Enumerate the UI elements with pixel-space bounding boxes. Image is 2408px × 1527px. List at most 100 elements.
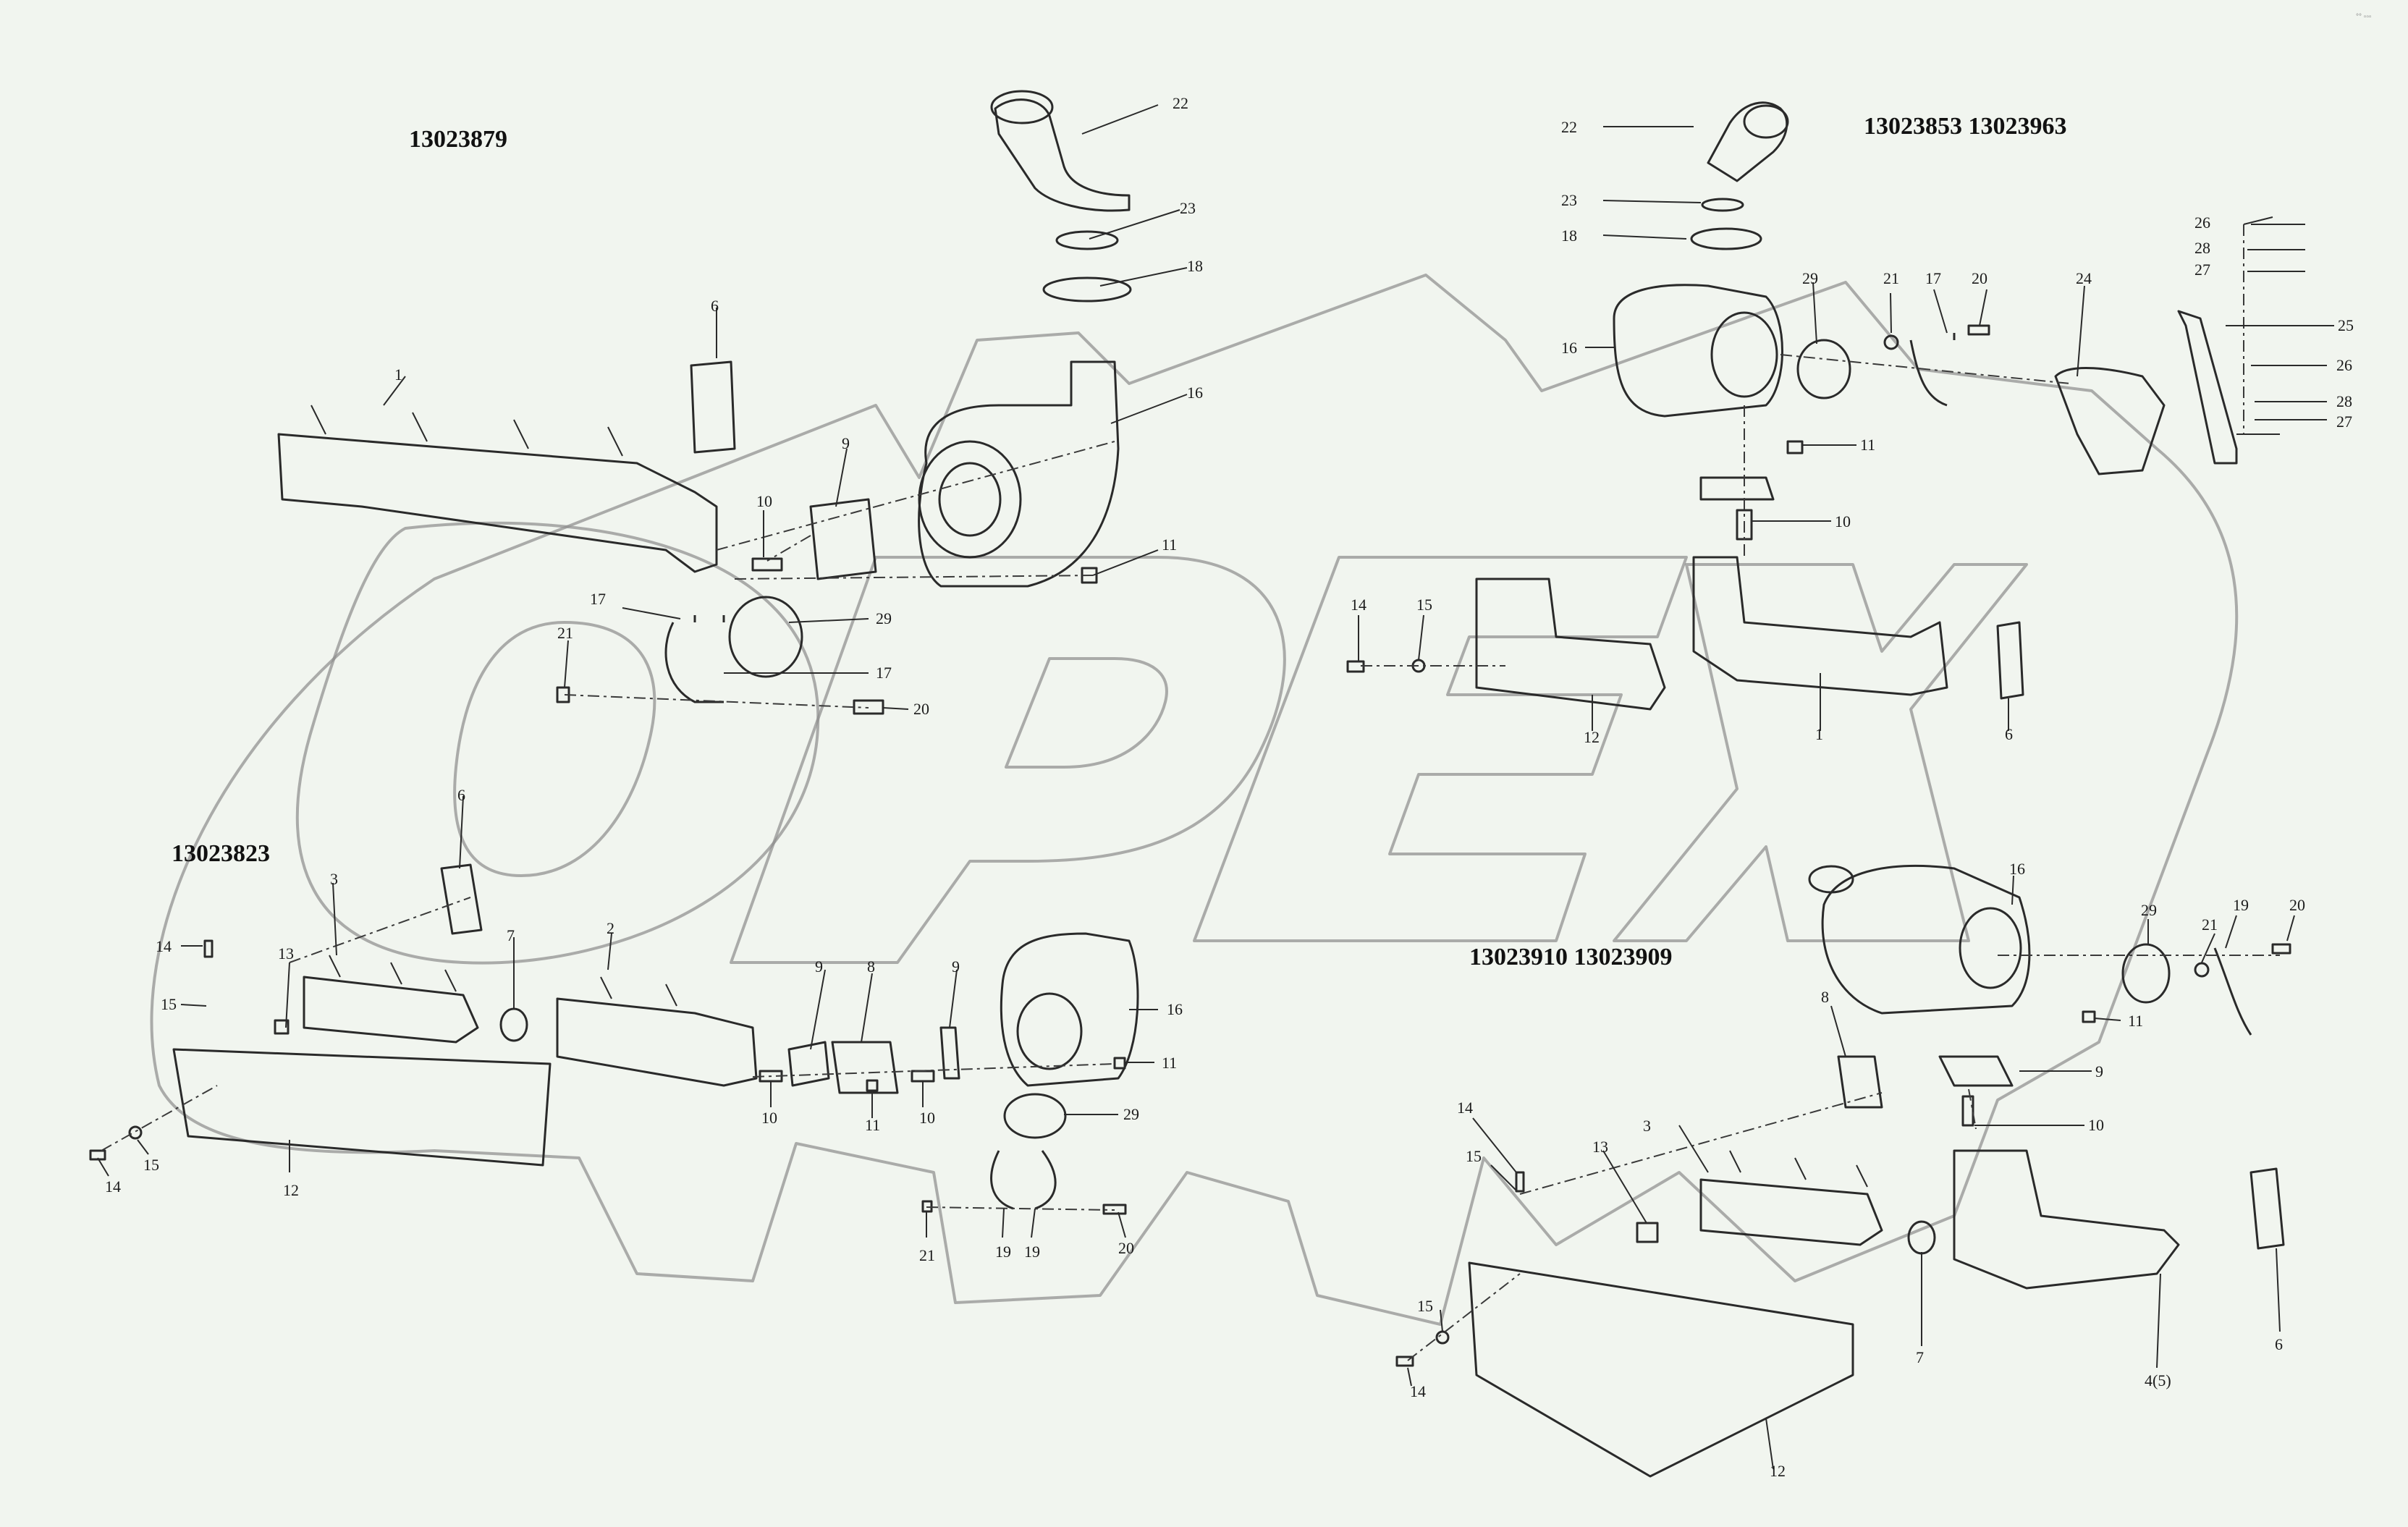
callout-label: 11 (2128, 1012, 2143, 1030)
turbo-outlet (1959, 907, 2022, 989)
turbocharger (1613, 284, 1783, 418)
spacer (1636, 1222, 1659, 1243)
callout-label: 20 (2289, 896, 2305, 914)
o-ring (1701, 198, 1744, 212)
callouts-group-2: 22 23 18 16 29 21 17 20 24 26 28 27 25 2… (1351, 118, 2354, 746)
callout-label: 23 (1561, 191, 1577, 209)
stud (751, 557, 783, 572)
callout-label: 11 (1860, 436, 1875, 454)
callout-label: 19 (995, 1243, 1011, 1261)
callout-label: 13 (1592, 1138, 1608, 1156)
callout-leaders (1407, 875, 2295, 1470)
callout-label: 23 (1180, 199, 1196, 217)
elbow-pipe (994, 98, 1131, 212)
callout-label: 4(5) (2145, 1371, 2171, 1389)
callout-label: 14 (1457, 1099, 1473, 1117)
exhaust-manifold (1692, 556, 1948, 696)
callout-label: 10 (919, 1109, 935, 1127)
washer (1435, 1330, 1450, 1345)
exhaust-manifold-front (1699, 1178, 1883, 1246)
manifold-ports (600, 976, 677, 1007)
callout-label: 6 (711, 297, 719, 315)
nut (866, 1079, 879, 1092)
v-band-clamp (1909, 333, 1956, 407)
turbo-outlet (1710, 311, 1778, 398)
group-13023853-13023963 (1346, 101, 2334, 731)
callout-label: 27 (2336, 413, 2352, 431)
bolt (1967, 324, 1990, 336)
callout-label: 16 (2009, 860, 2025, 878)
bolt (1102, 1204, 1127, 1215)
callout-label: 9 (842, 434, 850, 452)
callout-label: 29 (2141, 901, 2157, 919)
callout-label: 29 (876, 609, 892, 627)
assembly-centerlines (1407, 955, 2280, 1361)
v-band-clamp (990, 1150, 1057, 1210)
group-13023823 (89, 795, 1158, 1238)
turbocharger (918, 360, 1120, 588)
watermark-letter-p (730, 556, 1286, 964)
exhaust-manifold-rear (1953, 1149, 2180, 1290)
group-code-13023879: 13023879 (409, 126, 507, 153)
flange-gasket (787, 1041, 830, 1087)
callout-label: 12 (1584, 728, 1600, 746)
bolt (1515, 1171, 1525, 1193)
turbo-outlet (1016, 992, 1083, 1070)
v-band-clamp (664, 615, 725, 703)
turbo-inlet (1808, 865, 1854, 894)
callout-label: 13 (278, 944, 294, 963)
callout-label: 20 (913, 700, 929, 718)
group-code-13023910-13023909: 13023910 13023909 (1469, 944, 1673, 970)
callout-label: 8 (867, 957, 875, 976)
callout-leaders (383, 104, 1188, 710)
bolt (1395, 1355, 1414, 1367)
seal-ring (1796, 339, 1851, 399)
callout-label: 19 (2233, 896, 2249, 914)
callout-label: 11 (1162, 536, 1177, 554)
spacer (274, 1019, 290, 1035)
callout-label: 29 (1802, 269, 1818, 287)
gasket (690, 360, 736, 454)
callout-label: 12 (1770, 1462, 1786, 1480)
callout-label: 24 (2076, 269, 2092, 287)
callout-label: 1 (1815, 725, 1823, 743)
callout-label: 22 (1173, 94, 1188, 112)
callout-label: 15 (1417, 1297, 1433, 1315)
callout-label: 21 (919, 1246, 935, 1264)
bolt (203, 939, 214, 958)
nut (921, 1200, 933, 1213)
turbocharger (1821, 865, 2031, 1015)
callout-label: 6 (2005, 725, 2013, 743)
callouts-group-1: 22 23 18 16 6 1 9 10 11 17 29 21 17 20 (394, 94, 1203, 718)
callout-label: 6 (2275, 1335, 2283, 1353)
callout-label: 28 (2194, 239, 2210, 257)
nut (1883, 334, 1899, 350)
gasket (1996, 621, 2024, 700)
callout-label: 18 (1561, 227, 1577, 245)
nut (1786, 440, 1804, 454)
adapter-flange (831, 1041, 899, 1094)
manifold-ports (1729, 1150, 1868, 1188)
watermark-letter-e (1193, 556, 1688, 942)
callout-label: 17 (876, 664, 892, 682)
seal-ring (1003, 1093, 1067, 1139)
hose-clamp (1042, 276, 1132, 303)
callout-leaders (1358, 126, 2334, 731)
seal-ring (2121, 943, 2171, 1004)
exhaust-manifold-front (303, 976, 479, 1044)
callout-label: 19 (1024, 1243, 1040, 1261)
callout-label: 21 (557, 624, 573, 642)
callout-label: 14 (105, 1177, 121, 1196)
turbo-housing (918, 440, 1022, 559)
manifold-ports (329, 955, 457, 992)
callout-label: 12 (283, 1181, 299, 1199)
assembly-centerlines (564, 441, 1115, 708)
o-ring (1055, 230, 1119, 250)
v-band-clamp (2213, 947, 2252, 1036)
callout-label: 27 (2194, 261, 2210, 279)
watermark-letter-x (1613, 563, 2028, 942)
callout-label: 14 (156, 937, 172, 955)
callout-label: 16 (1561, 339, 1577, 357)
callout-label: 25 (2338, 316, 2354, 334)
